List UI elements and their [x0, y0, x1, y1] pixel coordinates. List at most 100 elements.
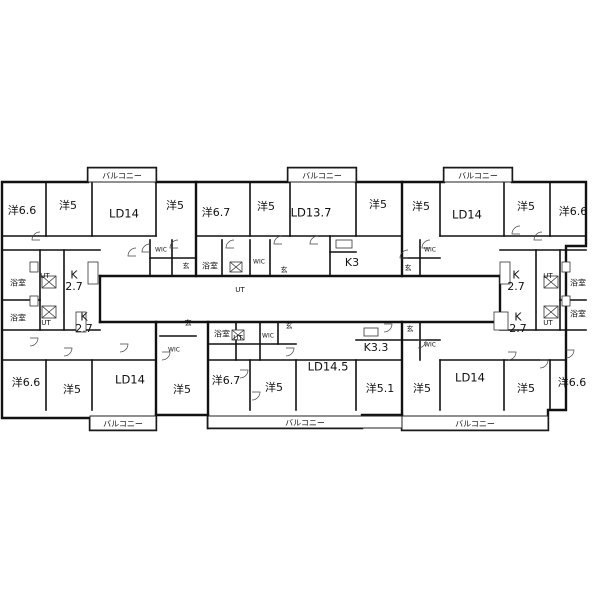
door-swing: [161, 351, 171, 361]
utility-label: UT: [543, 272, 553, 280]
room-label: 洋6.6: [12, 375, 41, 389]
bath-label: 浴室: [10, 313, 26, 323]
kitchen-counter: [335, 239, 353, 249]
kitchen-label-line: K: [80, 311, 88, 324]
door-swing: [533, 231, 543, 241]
room-label: LD14.5: [308, 360, 349, 374]
kitchen-label-line: K: [70, 269, 78, 282]
room-label: 洋6.6: [559, 204, 588, 218]
bath-label: 浴室: [202, 261, 218, 271]
door-swing: [273, 235, 283, 245]
washer-pan-diagonal: [41, 305, 57, 319]
balcony: [287, 167, 357, 183]
door-swing: [63, 347, 73, 357]
kitchen-label-line: K: [514, 311, 522, 324]
kitchen-label-line: 2.7: [509, 322, 527, 335]
room-label: K3.3: [364, 341, 389, 354]
bath-label: 浴室: [570, 278, 586, 288]
utility-label: UT: [40, 272, 50, 280]
room-label: 洋5: [166, 198, 184, 212]
room-label: 洋5: [265, 380, 283, 394]
floor-plan-walls: [0, 166, 588, 432]
entrance-label: 玄: [185, 318, 192, 327]
bath-label: 浴室: [10, 278, 26, 288]
wic-label: WIC: [262, 333, 274, 340]
toilet: [29, 295, 39, 307]
bath-label: 浴室: [214, 329, 230, 339]
door-swing: [399, 249, 409, 259]
door-swing: [239, 369, 249, 379]
washer-pan-diagonal: [543, 275, 559, 289]
washer-pan-diagonal: [543, 305, 559, 319]
wic-label: WIC: [155, 247, 167, 254]
room-label: LD14: [455, 371, 485, 385]
room-label: 洋5: [517, 199, 535, 213]
washer-pan-diagonal: [41, 275, 57, 289]
toilet: [29, 261, 39, 273]
door-swing: [383, 323, 393, 333]
room-label: LD14: [452, 208, 482, 222]
wic-label: WIC: [168, 347, 180, 354]
utility-label: UT: [41, 319, 51, 327]
entrance-label: 玄: [281, 265, 288, 274]
entrance-label: 玄: [405, 263, 412, 272]
door-swing: [565, 349, 575, 359]
balcony-label: バルコニー: [285, 419, 325, 428]
bath-label: 浴室: [570, 309, 586, 319]
balcony: [401, 415, 549, 431]
kitchen-counter: [363, 327, 379, 337]
room-label: 洋5: [517, 381, 535, 395]
door-swing: [225, 239, 235, 249]
door-swing: [119, 343, 129, 353]
wic-label: WIC: [253, 259, 265, 266]
utility-label: UT: [235, 286, 245, 294]
kitchen-counter: [493, 311, 509, 331]
room-label: 洋6.7: [202, 205, 231, 219]
room-label: 洋5: [257, 199, 275, 213]
toilet: [561, 261, 571, 273]
utility-label: UT: [543, 319, 553, 327]
door-swing: [31, 231, 41, 241]
door-swing: [251, 391, 261, 401]
room-label: K3: [345, 256, 359, 269]
door-swing: [141, 243, 151, 253]
balcony-label: バルコニー: [302, 172, 342, 181]
balcony-label: バルコニー: [103, 420, 143, 429]
utility-label: UT: [233, 334, 243, 342]
wic-label: WIC: [424, 342, 436, 349]
kitchen-label-line: 2.7: [65, 280, 83, 293]
door-swing: [511, 225, 521, 235]
room-label: LD14: [109, 207, 139, 221]
room-label: 洋5: [413, 381, 431, 395]
room-label: LD14: [115, 373, 145, 387]
balcony: [443, 167, 513, 183]
balcony-label: バルコニー: [458, 172, 498, 181]
room-label: 洋5.1: [366, 381, 395, 395]
room-label: 洋5: [63, 382, 81, 396]
door-swing: [127, 247, 137, 257]
door-swing: [285, 347, 295, 357]
door-swing: [539, 359, 549, 369]
room-label: 洋5: [369, 197, 387, 211]
room-label: 洋6.6: [8, 203, 37, 217]
kitchen-counter: [499, 261, 511, 285]
balcony: [89, 415, 157, 431]
room-label: 洋5: [59, 198, 77, 212]
kitchen-counter: [87, 261, 99, 285]
kitchen-counter: [75, 311, 87, 333]
door-swing: [507, 351, 517, 361]
room-label: 洋5: [173, 382, 191, 396]
door-swing: [421, 239, 431, 249]
balcony-label: バルコニー: [102, 172, 142, 181]
kitchen-label-line: 2.7: [75, 322, 93, 335]
room-label: 洋6.6: [558, 375, 587, 389]
room-label: 洋5: [412, 199, 430, 213]
balcony-label: バルコニー: [455, 420, 495, 429]
room-label: LD13.7: [291, 206, 332, 220]
